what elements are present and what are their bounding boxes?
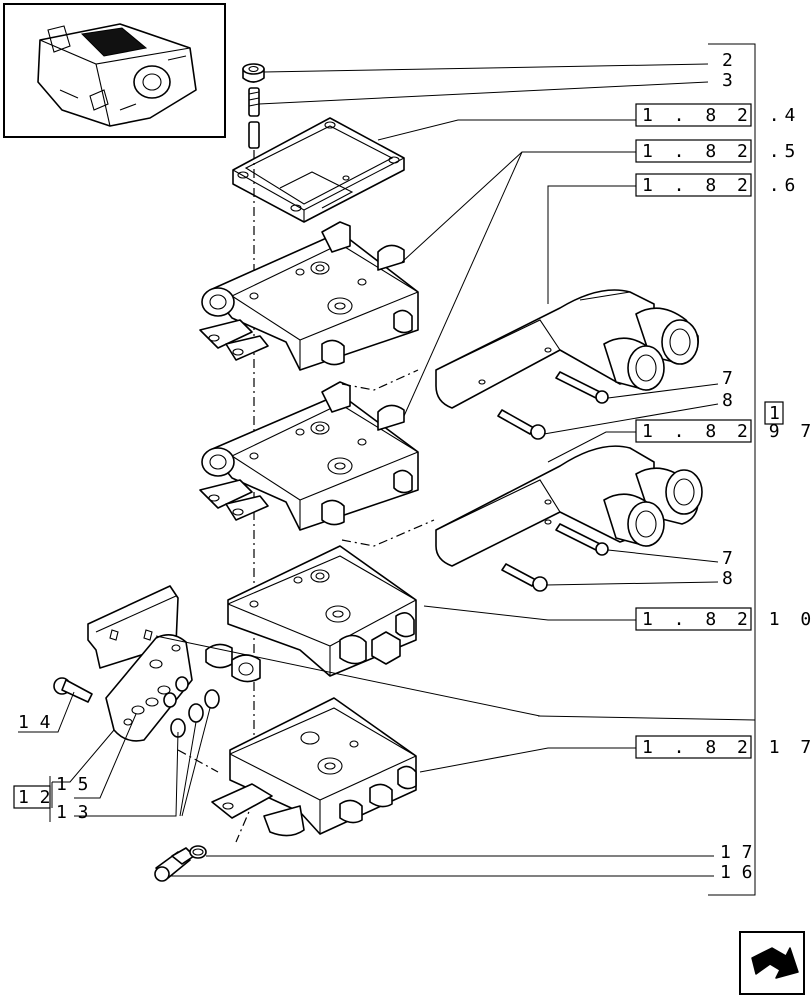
callout-3: 3 xyxy=(722,70,733,91)
callout-8-upper: 8 xyxy=(722,390,733,411)
callout-2: 2 xyxy=(722,50,733,71)
lever-handle-1 xyxy=(435,289,699,409)
bolt-8-lower xyxy=(501,563,548,592)
reference-5-text[interactable]: 1 . 8 2 1 0 / K xyxy=(642,609,812,630)
reference-box-5[interactable]: 1 . 8 2 1 0 / K xyxy=(635,607,812,631)
callout-7-upper: 7 xyxy=(722,368,733,389)
callout-1-box: 1 xyxy=(764,401,784,425)
callout-12: 1 2 xyxy=(18,787,51,808)
part-3-stud xyxy=(248,87,260,149)
reference-box-4[interactable]: 1 . 8 2 9 7 / C xyxy=(635,419,812,443)
handle-alignment-lines xyxy=(341,369,435,547)
cover-plate xyxy=(232,117,405,223)
callout-15: 1 5 xyxy=(56,774,89,795)
reference-2-text[interactable]: 1 . 8 2 .5 7 / M xyxy=(642,141,812,162)
bolt-8-upper xyxy=(497,409,546,440)
valve-section-1 xyxy=(199,221,419,371)
callout-12-box: 1 2 xyxy=(13,776,51,822)
callout-7-lower: 7 xyxy=(722,548,733,569)
screw-14 xyxy=(53,677,93,703)
part-2-cap xyxy=(242,63,265,83)
valve-section-2 xyxy=(199,381,419,531)
callout-1: 1 xyxy=(769,403,780,424)
seal-17 xyxy=(189,845,207,859)
leader-lines xyxy=(18,63,719,877)
callout-13: 1 3 xyxy=(56,802,89,823)
bolt-7-lower xyxy=(555,523,609,556)
bolt-7-upper xyxy=(555,371,609,404)
callout-8-lower: 8 xyxy=(722,568,733,589)
reference-3-text[interactable]: 1 . 8 2 .6 7 / C xyxy=(642,175,812,196)
callout-14: 1 4 xyxy=(18,712,51,733)
thumbnail-locator xyxy=(3,3,226,138)
valve-section-4 xyxy=(211,697,417,837)
reference-box-6[interactable]: 1 . 8 2 1 7 / N xyxy=(635,735,812,759)
callout-16: 1 6 xyxy=(720,862,753,883)
frame-bracket xyxy=(537,43,756,896)
callout-17: 1 7 xyxy=(720,842,753,863)
reference-1-text[interactable]: 1 . 8 2 .4 7 / A xyxy=(642,105,812,126)
valve-section-3 xyxy=(205,545,417,683)
lever-handle-2 xyxy=(435,445,703,567)
plug-16 xyxy=(154,847,195,882)
flange-plate xyxy=(105,634,193,742)
reference-4-text[interactable]: 1 . 8 2 9 7 / C xyxy=(642,421,812,442)
reference-box-3[interactable]: 1 . 8 2 .6 7 / C xyxy=(635,173,812,197)
reference-box-1[interactable]: 1 . 8 2 .4 7 / A xyxy=(635,103,812,127)
reference-box-2[interactable]: 1 . 8 2 .5 7 / M xyxy=(635,139,812,163)
next-page-arrow-icon[interactable] xyxy=(739,931,805,995)
reference-6-text[interactable]: 1 . 8 2 1 7 / N xyxy=(642,737,812,758)
o-rings xyxy=(163,676,220,738)
